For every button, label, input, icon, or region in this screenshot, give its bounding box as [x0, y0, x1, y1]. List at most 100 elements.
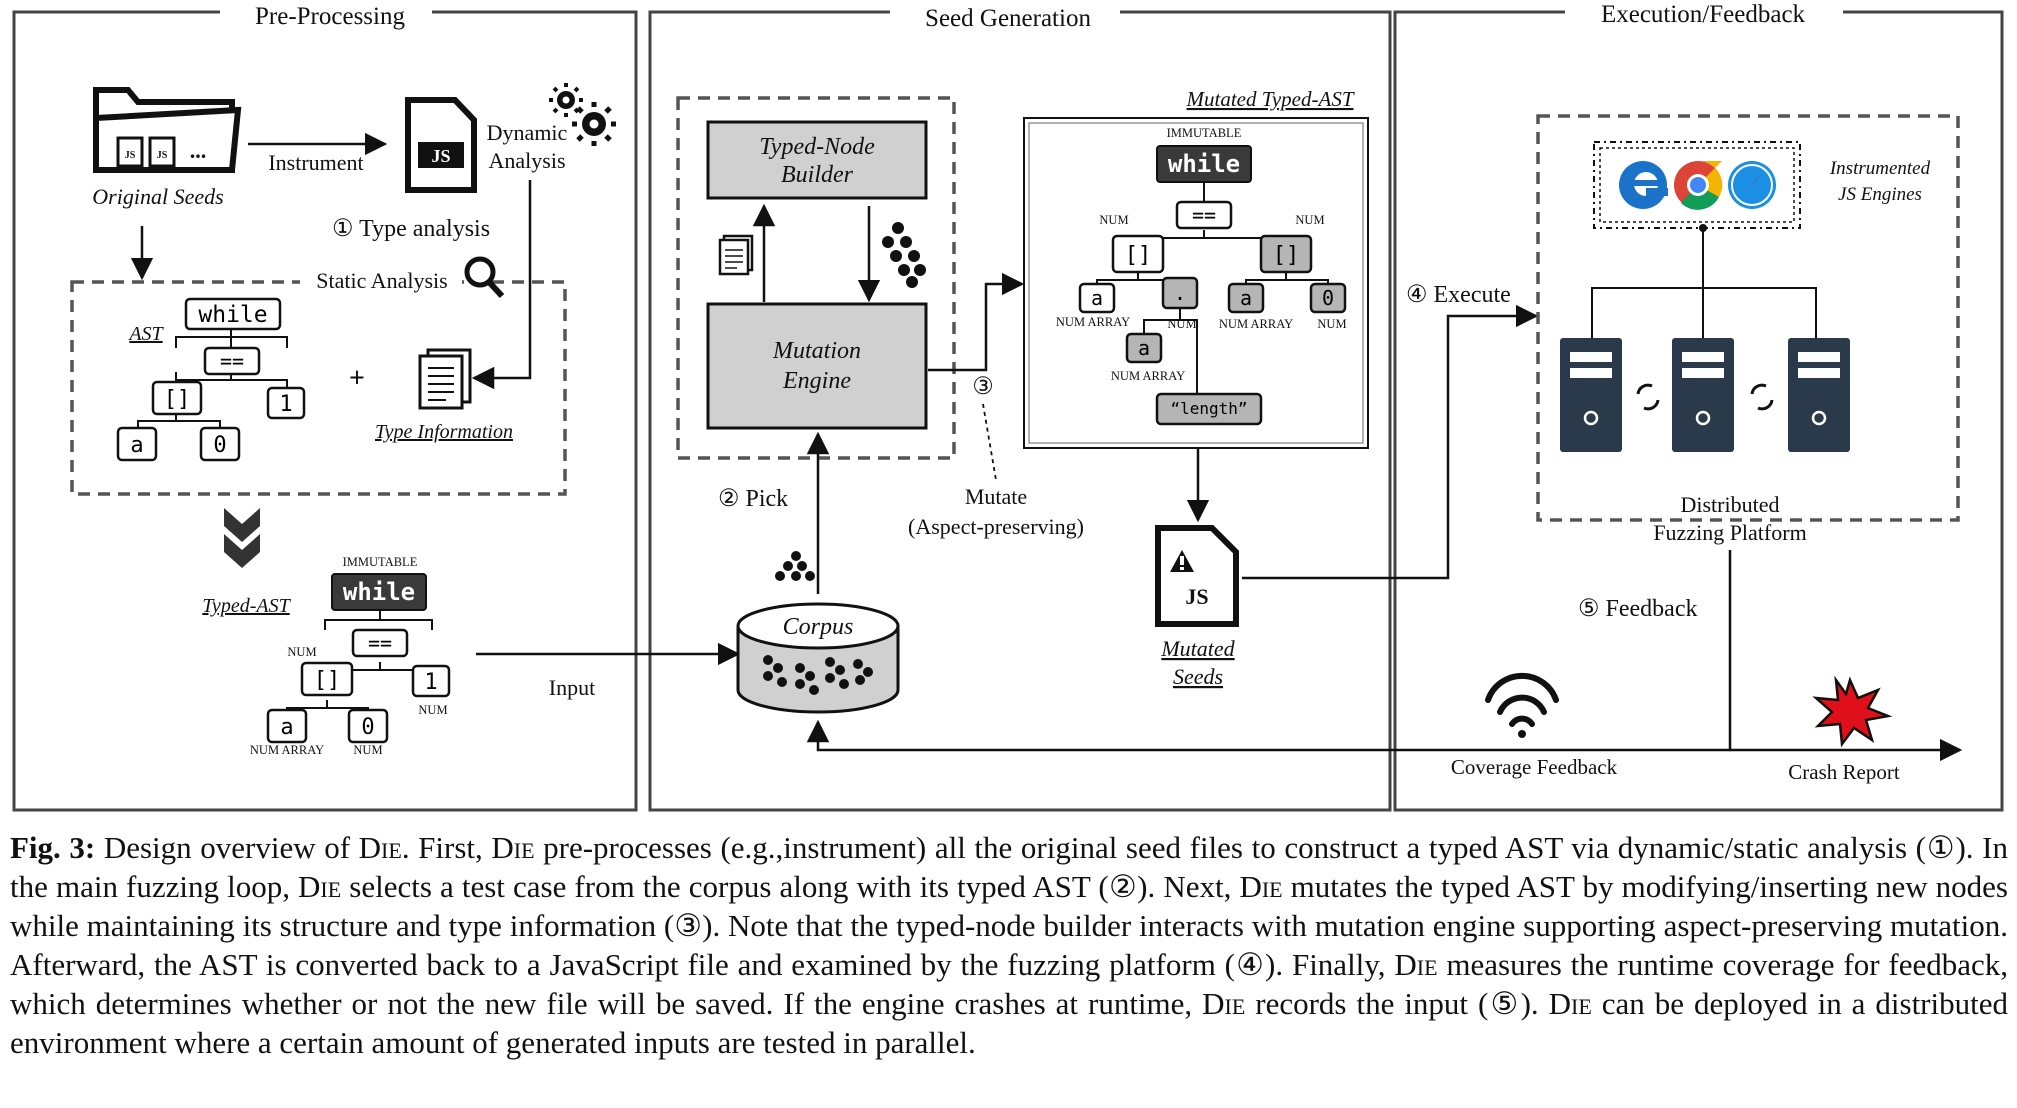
crash-report-label: Crash Report [1788, 760, 1900, 784]
svg-text:JS: JS [157, 150, 168, 161]
crash-burst-icon [1812, 675, 1893, 748]
svg-text:“length”: “length” [1170, 399, 1247, 418]
corpus-label: Corpus [783, 614, 854, 640]
svg-text:JS: JS [125, 150, 136, 161]
svg-text:[]: [] [1125, 243, 1152, 268]
svg-text:.: . [1174, 281, 1186, 305]
distributed-platform-box [1536, 114, 1960, 522]
svg-text:NUM: NUM [1167, 317, 1196, 331]
original-seeds-label: Original Seeds [92, 184, 223, 209]
analysis-label: Analysis [489, 148, 566, 173]
svg-text:IMMUTABLE: IMMUTABLE [343, 555, 418, 569]
step3-marker: ③ [972, 374, 994, 400]
svg-text:NUM ARRAY: NUM ARRAY [250, 743, 324, 757]
step4-execute: ④ Execute [1406, 282, 1511, 308]
svg-text:a: a [130, 433, 143, 458]
engine-to-mutated-ast-arrow [928, 272, 1025, 372]
coverage-feedback-label: Coverage Feedback [1451, 755, 1618, 779]
svg-text:while: while [198, 302, 267, 328]
node-cluster-icon [775, 551, 815, 581]
step2-pick: ② Pick [718, 486, 788, 512]
panel-title-execution: Execution/Feedback [1601, 1, 1806, 28]
edge-browser-icon [1619, 161, 1668, 209]
svg-text:==: == [1192, 203, 1216, 227]
chrome-browser-icon [1674, 160, 1723, 210]
panel-title-preprocessing: Pre-Processing [255, 3, 405, 30]
ast-tree: while == [] 1 a 0 [116, 297, 306, 462]
svg-text:Builder: Builder [781, 162, 854, 188]
wifi-signal-icon [1485, 672, 1559, 738]
mutate-label: Mutate [965, 484, 1027, 509]
static-analysis-box [70, 280, 567, 496]
document-icon [418, 348, 472, 410]
svg-text:NUM: NUM [418, 703, 447, 717]
svg-text:[]: [] [1273, 243, 1300, 268]
server-icon [1788, 338, 1850, 452]
type-information-label: Type Information [375, 421, 513, 443]
panel-title-seed-generation: Seed Generation [925, 5, 1091, 32]
engine-server-connectors [1591, 228, 1817, 340]
mutated-seeds-label-1: Mutated [1160, 636, 1235, 661]
coverage-feedback-arrow [806, 719, 1730, 752]
svg-text:JS: JS [431, 146, 450, 166]
node-cluster-icon [882, 222, 926, 288]
dynamic-label: Dynamic [487, 120, 568, 145]
svg-text:[]: [] [164, 387, 191, 412]
svg-text:NUM: NUM [1317, 317, 1346, 331]
svg-text:while: while [1168, 150, 1240, 178]
distributed-label-2: Fuzzing Platform [1653, 520, 1806, 545]
svg-text:NUM: NUM [287, 645, 316, 659]
svg-text:Mutation: Mutation [772, 338, 861, 364]
svg-text:...: ... [190, 138, 207, 163]
svg-text:NUM ARRAY: NUM ARRAY [1056, 315, 1130, 329]
design-overview-diagram: Pre-Processing Seed Generation Execution… [12, 1, 2004, 812]
instrumented-label-2: JS Engines [1838, 184, 1922, 205]
step5-feedback: ⑤ Feedback [1578, 596, 1697, 622]
instrument-label: Instrument [268, 150, 363, 175]
svg-text:==: == [220, 349, 244, 373]
input-label: Input [549, 675, 595, 700]
svg-text:1: 1 [424, 670, 437, 695]
panel-preprocessing: Pre-Processing [12, 3, 638, 812]
mutated-seeds-label-2: Seeds [1173, 664, 1223, 689]
typed-ast-tree: IMMUTABLE while == NUM [] 1 NUM a NUM AR… [250, 555, 451, 757]
svg-text:Engine: Engine [782, 368, 851, 394]
svg-text:a: a [1091, 286, 1103, 310]
safari-browser-icon [1728, 161, 1776, 209]
svg-text:NUM ARRAY: NUM ARRAY [1219, 317, 1293, 331]
figure-caption: Fig. 3: Design overview of Die. First, D… [10, 830, 2009, 1060]
mutated-ast-tree: IMMUTABLE while == NUM NUM [] [] a NUM A… [1056, 126, 1347, 426]
svg-text:NUM: NUM [1295, 213, 1324, 227]
svg-text:==: == [368, 631, 392, 655]
svg-text:JS: JS [1185, 584, 1208, 609]
typed-ast-label: Typed-AST [202, 595, 291, 617]
svg-text:1: 1 [279, 392, 292, 417]
dynamic-to-typeinfo-arrow [471, 180, 532, 390]
svg-text:0: 0 [1322, 286, 1334, 310]
ast-label: AST [127, 323, 164, 345]
static-analysis-label: Static Analysis [316, 268, 447, 293]
panel-execution: Execution/Feedback [1393, 1, 2004, 812]
magnifier-icon [464, 256, 505, 299]
document-icon [718, 234, 754, 276]
mutate-leader-line [982, 403, 997, 481]
svg-text:IMMUTABLE: IMMUTABLE [1167, 126, 1242, 140]
server-icon [1672, 338, 1734, 452]
distributed-label-1: Distributed [1681, 492, 1780, 517]
mutated-typed-ast-label: Mutated Typed-AST [1186, 87, 1355, 111]
caption-label: Fig. 3: [10, 830, 96, 865]
svg-text:NUM: NUM [353, 743, 382, 757]
instrumented-label-1: Instrumented [1829, 158, 1931, 179]
step1-type-analysis: ① Type analysis [332, 216, 490, 242]
js-warning-file-icon: JS [1155, 525, 1239, 627]
svg-text:[]: [] [314, 668, 341, 693]
panel-seed-generation: Seed Generation [648, 5, 1392, 812]
svg-text:Typed-Node: Typed-Node [759, 134, 875, 160]
svg-text:0: 0 [361, 715, 374, 740]
js-file-icon: JS [405, 97, 477, 193]
svg-text:a: a [1138, 336, 1150, 360]
svg-text:while: while [343, 578, 415, 606]
plus-sign: + [349, 363, 365, 394]
folder-icon: JS JS ... [93, 87, 242, 173]
js-engines-box [1593, 141, 1801, 229]
